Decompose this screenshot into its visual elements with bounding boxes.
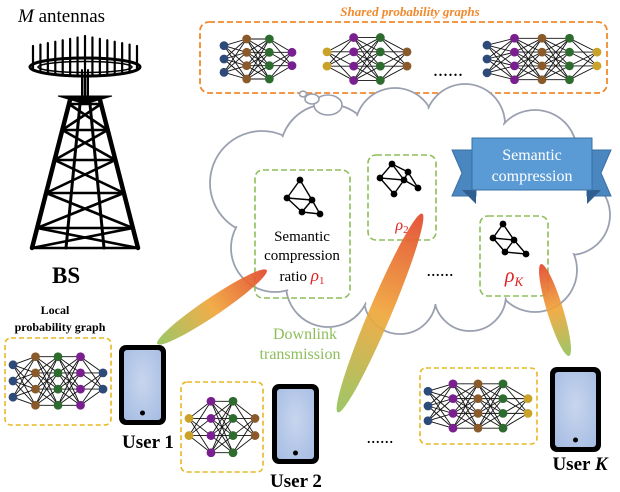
beam-user-1 bbox=[157, 269, 267, 345]
local-graph-box-user-2 bbox=[180, 381, 264, 473]
ratio-ellipsis: ...... bbox=[427, 260, 454, 280]
local-graph-line1: Local bbox=[41, 303, 70, 317]
beam-user-2 bbox=[336, 213, 424, 413]
rho-2-label: ρ2 bbox=[394, 217, 408, 236]
ratio-label-line1: Semantic bbox=[274, 229, 330, 245]
shared-graphs-ellipsis: ...... bbox=[433, 59, 463, 81]
users-ellipsis: ...... bbox=[367, 427, 394, 447]
local-graph-user-k-icon bbox=[423, 379, 533, 433]
banner-line2: compression bbox=[492, 168, 573, 185]
phone-user-1-icon bbox=[119, 345, 166, 425]
base-station-tower-icon bbox=[28, 34, 142, 251]
local-graph-user-2-icon bbox=[184, 396, 260, 458]
ratio-label-line2: compression bbox=[264, 248, 340, 264]
neural-network-icons bbox=[8, 33, 602, 458]
rho-k-label: ρK bbox=[504, 265, 525, 289]
downlink-beams bbox=[157, 213, 571, 413]
phone-user-k-icon bbox=[550, 367, 601, 452]
local-graph-box-user-1 bbox=[4, 337, 112, 426]
user-1-label: User 1 bbox=[122, 432, 174, 453]
graph-k-icon bbox=[489, 220, 530, 258]
downlink-line1: Downlink bbox=[273, 326, 337, 343]
ratio-box-1 bbox=[254, 169, 351, 299]
ratio-label-line3: ratio ρ1 bbox=[280, 266, 325, 287]
local-graph-box-user-k bbox=[419, 367, 538, 445]
beam-user-k bbox=[539, 264, 571, 356]
graph-1-icon bbox=[283, 176, 324, 218]
local-graph-user-1-icon bbox=[8, 352, 108, 410]
graph-2-icon bbox=[376, 160, 422, 198]
shared-graph-k-icon bbox=[482, 33, 602, 85]
shared-graphs-title: Shared probability graphs bbox=[340, 4, 479, 19]
banner-line1: Semantic bbox=[502, 147, 562, 164]
semantic-compression-banner: Semantic compression bbox=[451, 137, 612, 204]
ratio-box-2 bbox=[367, 154, 437, 241]
local-graph-line2: probability graph bbox=[15, 320, 106, 334]
user-k-label: User K bbox=[552, 454, 608, 475]
downlink-line2: transmission bbox=[260, 346, 341, 363]
graph-icons bbox=[283, 160, 530, 258]
phone-user-2-icon bbox=[272, 384, 319, 464]
ratio-box-k bbox=[479, 215, 549, 297]
antennas-label: M antennas bbox=[17, 6, 105, 27]
bs-label: BS bbox=[52, 263, 80, 288]
shared-graphs-box bbox=[199, 21, 608, 94]
shared-graph-2-icon bbox=[322, 33, 412, 85]
shared-graph-1-icon bbox=[219, 34, 297, 84]
user-2-label: User 2 bbox=[270, 471, 322, 492]
